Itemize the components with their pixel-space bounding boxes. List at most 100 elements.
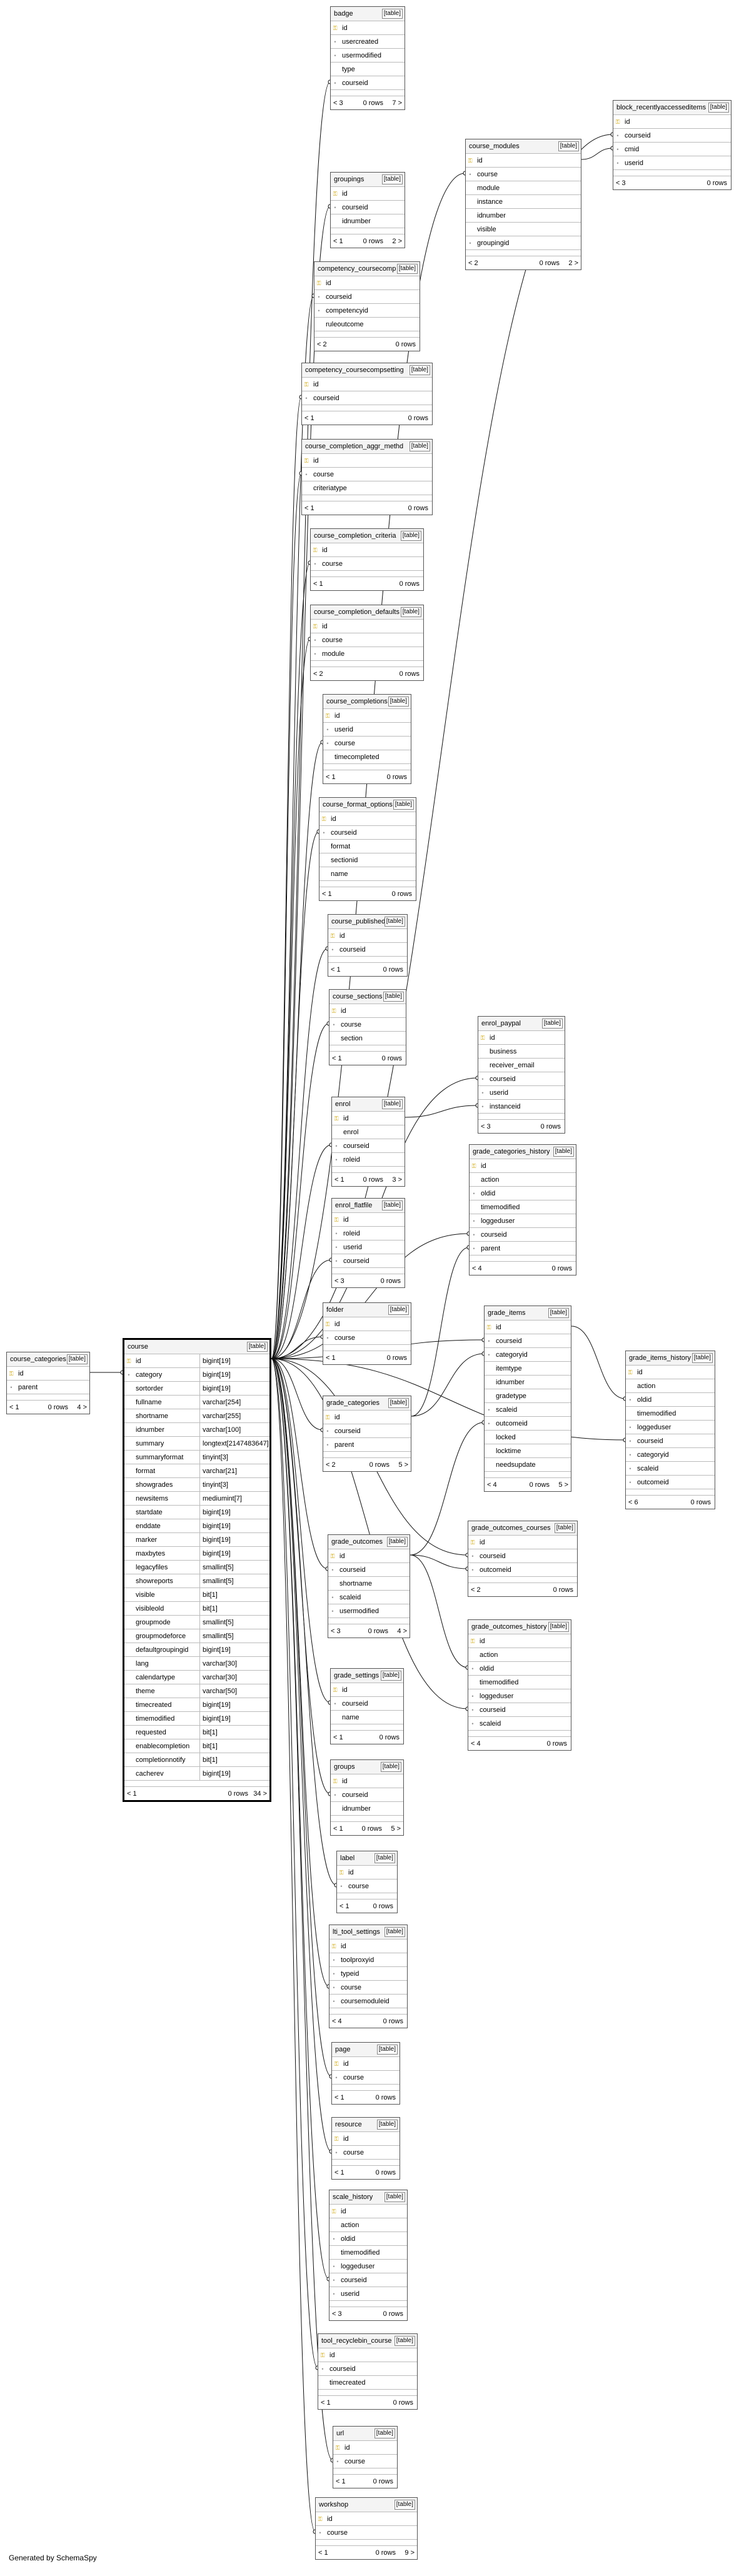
- column-row[interactable]: ⚿id: [329, 1004, 406, 1017]
- column-row[interactable]: ⚿id: [332, 2131, 400, 2145]
- table-header[interactable]: resource[table]: [332, 2118, 400, 2131]
- column-row[interactable]: •courseid: [478, 1072, 565, 1085]
- table-header[interactable]: grade_items_history[table]: [626, 1351, 715, 1365]
- column-row[interactable]: ⚿id: [626, 1365, 715, 1379]
- column-row[interactable]: •roleid: [332, 1226, 405, 1240]
- column-row[interactable]: •parent: [323, 1437, 411, 1451]
- table-header[interactable]: course_categories[table]: [7, 1352, 89, 1366]
- column-row[interactable]: •courseid: [331, 76, 405, 89]
- column-row[interactable]: module: [466, 181, 581, 194]
- column-row[interactable]: •course: [323, 1331, 411, 1344]
- column-row[interactable]: ⚿id: [466, 153, 581, 167]
- column-row[interactable]: •course: [332, 2145, 400, 2159]
- table-block-recentlyaccesseditems[interactable]: block_recentlyaccesseditems[table]⚿id•co…: [613, 100, 731, 190]
- table-header[interactable]: grade_outcomes_courses[table]: [468, 1521, 577, 1535]
- table-header[interactable]: scale_history[table]: [329, 2190, 407, 2204]
- column-row[interactable]: ⚿id: [332, 2056, 400, 2070]
- table-header[interactable]: workshop[table]: [316, 2498, 417, 2512]
- column-row[interactable]: •course: [311, 633, 423, 647]
- column-row[interactable]: •courseid: [318, 2362, 417, 2375]
- column-row[interactable]: •course: [302, 467, 432, 481]
- column-row[interactable]: •usermodified: [328, 1604, 410, 1618]
- column-row[interactable]: •usermodified: [331, 48, 405, 62]
- column-row[interactable]: •oldid: [329, 2231, 407, 2245]
- column-row[interactable]: •usercreated: [331, 34, 405, 48]
- column-row[interactable]: criteriatype: [302, 481, 432, 495]
- column-row[interactable]: •roleid: [332, 1152, 405, 1166]
- column-row[interactable]: ⚿id: [333, 2440, 397, 2454]
- column-row[interactable]: •course: [311, 556, 423, 570]
- column-row[interactable]: •course: [466, 167, 581, 181]
- column-row[interactable]: format: [319, 839, 416, 853]
- column-row[interactable]: •loggeduser: [329, 2259, 407, 2273]
- table-header[interactable]: enrol[table]: [332, 1097, 405, 1111]
- table-badge[interactable]: badge[table]⚿id•usercreated•usermodified…: [330, 6, 405, 110]
- table-header[interactable]: groupings[table]: [331, 173, 405, 186]
- column-row[interactable]: •course: [329, 1017, 406, 1031]
- column-row[interactable]: •coursemoduleid: [329, 1994, 407, 2008]
- column-row[interactable]: •courseid: [329, 2273, 407, 2287]
- column-row[interactable]: instance: [466, 194, 581, 208]
- table-header[interactable]: course_completions[table]: [323, 695, 411, 708]
- column-row[interactable]: ⚿id: [311, 543, 423, 556]
- column-row[interactable]: •competencyid: [314, 303, 420, 317]
- column-row[interactable]: •instanceid: [478, 1099, 565, 1113]
- table-header[interactable]: grade_items[table]: [485, 1306, 571, 1320]
- column-row[interactable]: •courseid: [328, 1562, 410, 1576]
- column-row[interactable]: ⚿id: [331, 186, 405, 200]
- column-row[interactable]: •module: [311, 647, 423, 660]
- column-row[interactable]: idnumber: [466, 208, 581, 222]
- column-row[interactable]: •scaleid: [626, 1461, 715, 1475]
- table-header[interactable]: lti_tool_settings[table]: [329, 1925, 407, 1939]
- column-row[interactable]: •courseid: [468, 1703, 571, 1716]
- column-row[interactable]: •loggeduser: [468, 1689, 571, 1703]
- column-row[interactable]: •course: [323, 736, 411, 750]
- table-header[interactable]: course_completion_criteria[table]: [311, 529, 423, 543]
- column-row[interactable]: ⚿id: [337, 1865, 397, 1879]
- table-header[interactable]: badge[table]: [331, 7, 405, 21]
- table-header[interactable]: course_completion_aggr_methd[table]: [302, 440, 432, 453]
- column-row[interactable]: idnumber: [331, 1801, 403, 1815]
- table-header[interactable]: competency_coursecomp[table]: [314, 262, 420, 276]
- column-row[interactable]: ⚿id: [328, 928, 407, 942]
- table-grade-categories[interactable]: grade_categories[table]⚿id•courseid•pare…: [323, 1396, 411, 1472]
- column-row[interactable]: idnumber: [331, 214, 405, 228]
- table-header[interactable]: label[table]: [337, 1851, 397, 1865]
- column-row[interactable]: •parent: [7, 1380, 89, 1394]
- column-row[interactable]: •courseid: [485, 1334, 571, 1347]
- column-row[interactable]: ⚿id: [302, 453, 432, 467]
- column-row[interactable]: ⚿id: [319, 812, 416, 825]
- column-row[interactable]: ⚿id: [332, 1111, 405, 1125]
- table-competency-coursecomp[interactable]: competency_coursecomp[table]⚿id•courseid…: [314, 261, 420, 351]
- table-header[interactable]: grade_settings[table]: [331, 1669, 403, 1683]
- column-row[interactable]: timemodified: [329, 2245, 407, 2259]
- table-header[interactable]: enrol_flatfile[table]: [332, 1199, 405, 1212]
- column-row[interactable]: ⚿id: [329, 2204, 407, 2218]
- table-header[interactable]: block_recentlyaccesseditems[table]: [613, 101, 731, 114]
- table-header[interactable]: course_format_options[table]: [319, 798, 416, 812]
- table-course-format-options[interactable]: course_format_options[table]⚿id•courseid…: [319, 797, 416, 901]
- column-row[interactable]: •oldid: [470, 1186, 576, 1200]
- column-row[interactable]: action: [470, 1172, 576, 1186]
